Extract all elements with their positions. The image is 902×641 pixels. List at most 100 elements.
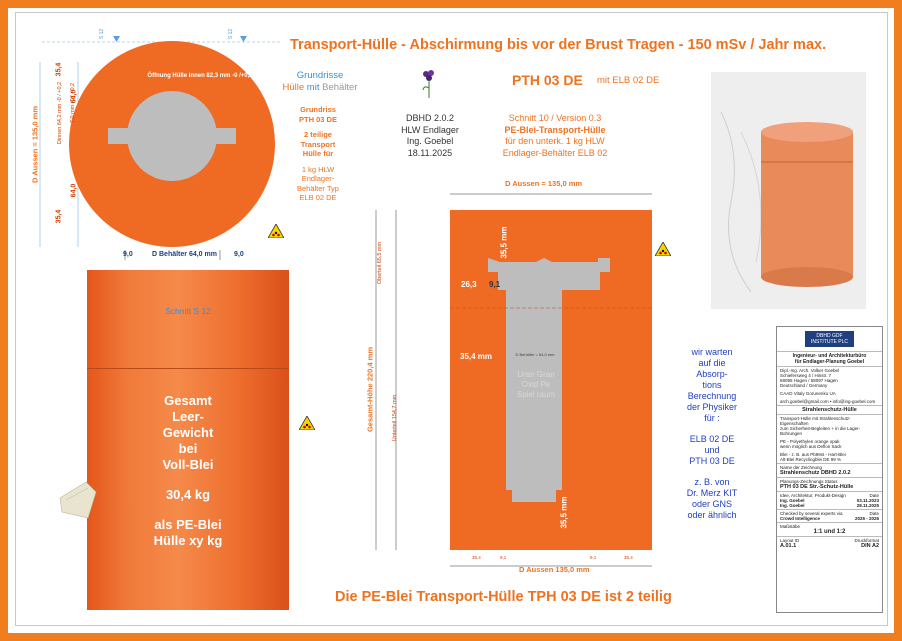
tb-idea: Idee, Architektur, Produkt-Design <box>780 493 846 498</box>
weight-w2: Leer- <box>172 409 204 424</box>
weight-note: Gesamt Leer- Gewicht bei Voll-Blei 30,4 … <box>87 393 289 549</box>
section-b-mid-r: 9,1 <box>590 555 597 560</box>
tb-description: Transport-Hülle mit Strahlenschutz-Eigen… <box>777 415 882 464</box>
tb-scale-value: 1:1 und 1:2 <box>813 529 846 535</box>
tb-office1: Ingenieur- und Architekturbüro <box>792 353 867 359</box>
tb-format-label: Druckformat <box>854 538 879 543</box>
desc-l3: 2 teilige <box>304 130 332 139</box>
physics-note: wir warten auf die Absorp- tions Berechn… <box>672 347 752 521</box>
tb-check-d: Date <box>869 511 879 516</box>
tb-layout-label: Layout ID <box>780 538 800 543</box>
info-l4: 18.11.2025 <box>407 147 453 158</box>
section-inner-text: Uran Gran Oxid Pe Spiel raum <box>516 370 556 399</box>
section-unterteil: Unterteil 154,7 mm <box>392 394 398 442</box>
note-l7: für : <box>704 413 720 423</box>
weight-w7: als PE-Blei <box>154 517 222 532</box>
desc-l2: PTH 03 DE <box>299 114 337 124</box>
plan-bottom-left: 9,0 <box>123 251 133 258</box>
plan-dim-64a: 64,0 <box>70 89 78 104</box>
plan-d-innen: Dinnen 64,2 mm -0 / +0,2 <box>57 81 63 145</box>
plan-description: Grundriss PTH 03 DE 2 teilige Transport … <box>278 105 358 203</box>
section-bottom-dim: D Aussen 135,0 mm <box>519 565 590 574</box>
tb-scale-label: Maßstäbe <box>780 524 801 529</box>
plan-bottom-right: 9,0 <box>234 251 244 258</box>
section-d-behaelter: D Behälter = 64,0 mm <box>515 352 555 357</box>
section-label: Schnitt S 12 <box>165 306 211 316</box>
section-height: Gesamt-Höhe 220,4 mm <box>365 346 375 433</box>
note-l9: und <box>704 445 720 455</box>
tb-desc4: wenn möglich aus Deflon Sack <box>780 444 842 449</box>
tb-office2: für Endlager-Planung Goebel <box>794 359 865 365</box>
legend-line2: Hülle mit Behälter <box>265 82 375 93</box>
radiation-warning-icon <box>655 242 671 256</box>
product-name: PTH 03 DE <box>512 72 583 88</box>
desc-l6: 1 kg HLW <box>301 164 335 174</box>
tb-drawing-label: Name der Zeichnung <box>780 465 823 470</box>
plan-dim-64b: 64,0 <box>70 183 78 198</box>
section-top-dim: D Aussen = 135,0 mm <box>505 179 583 188</box>
tb-desc1: Transport-Hülle mit Strahlenschutz-Eigen… <box>780 416 851 426</box>
tb-subject: Strahlenschutz-Hülle <box>777 406 882 415</box>
info-l1: DBHD 2.0.2 <box>405 113 455 123</box>
section-wall: 35,4 mm <box>460 352 493 361</box>
legend-mit: mit <box>306 82 320 93</box>
note-l4: tions <box>702 380 722 390</box>
tb-r1n: Ing. Goebel <box>780 498 805 503</box>
radiation-warning-icon <box>268 224 284 238</box>
legend-behaelter: Behälter <box>319 82 358 93</box>
tb-mail: arch.goebel@gmail.com • info@ing-goebel.… <box>780 399 876 404</box>
plan-d-aussen: D Aussen = 135,0 mm <box>30 105 40 184</box>
desc-l7: Endlager- <box>301 174 335 183</box>
section-drawing <box>375 193 652 567</box>
radiation-warning-icon <box>299 416 315 430</box>
side-elevation <box>87 270 289 610</box>
tb-revisions: Idee, Architektur, Produkt-Design Date In… <box>777 492 882 510</box>
tb-r2n: Ing. Goebel <box>780 503 805 508</box>
tb-status-value: PTH 03 DE Str.-Schutz-Hülle <box>780 484 854 490</box>
project-info: DBHD 2.0.2 HLW Endlager Ing. Goebel 18.1… <box>385 113 475 159</box>
desc-l5: Hülle für <box>302 149 334 158</box>
note-l5: Berechnung <box>687 391 737 401</box>
tb-desc2: zum Sicherheit-Begleiten + in die Lager-… <box>780 426 861 436</box>
weight-w3: Gewicht <box>162 425 214 440</box>
footer-note: Die PE-Blei Transport-Hülle TPH 03 DE is… <box>335 589 672 605</box>
lid-sketch <box>59 481 97 519</box>
desc-l8: Behälter Typ <box>297 183 339 193</box>
drawing-frame <box>15 12 888 626</box>
inner-opening <box>127 91 217 181</box>
note-l14: oder ähnlich <box>687 510 737 520</box>
tb-layout-value: A.01.1 <box>780 543 797 549</box>
desc-l1: Grundriss <box>300 105 336 114</box>
section-oberteil: Oberteil 65,5 mm <box>377 241 383 285</box>
section-355-bottom: 35,5 mm <box>559 496 569 529</box>
tb-check-label: Checked by several experts via <box>780 511 843 516</box>
tb-status-label: Planungs-Zeichnungs Status <box>780 479 838 484</box>
logo-text: DBHD GDF <box>816 333 843 339</box>
plan-dim-bottom: 35,4 <box>55 209 63 224</box>
tb-drawing-name: Strahlenschutz DBHD 2.0.2 <box>780 470 851 476</box>
logo-sub: INSTITUTE PLC <box>811 339 848 345</box>
section-label-right: S 12 <box>228 28 235 40</box>
tb-desc5: Blei - z. B. aus Pb99st - Hart-Blei <box>780 452 846 457</box>
note-l13: oder GNS <box>691 499 733 509</box>
note-l1: wir warten <box>691 347 733 357</box>
note-l2: auf die <box>698 358 726 368</box>
section-b-right: 35,4 <box>624 555 633 560</box>
product-section: Schnitt 10 / Version 0.3 PE-Blei-Transpo… <box>480 113 630 159</box>
product-s1: Schnitt 10 / Version 0.3 <box>508 113 602 123</box>
opening-label: Öffnung Hülle innen 82,3 mm -0 /+0,2 <box>147 73 253 79</box>
tb-addr4: Deutschland / Germany <box>780 383 828 388</box>
flower-icon <box>422 70 434 98</box>
note-l12: Dr. Merz KIT <box>686 488 738 498</box>
product-s4: Endlager-Behälter ELB 02 <box>502 147 608 158</box>
render-3d <box>711 72 866 309</box>
tb-date-h: Date <box>869 493 879 498</box>
note-l11: z. B. von <box>694 477 730 487</box>
tb-r2d: 28.11.2025 <box>856 503 879 508</box>
section-355-top: 35,5 mm <box>499 226 509 259</box>
weight-w8: Hülle xy kg <box>153 533 223 548</box>
